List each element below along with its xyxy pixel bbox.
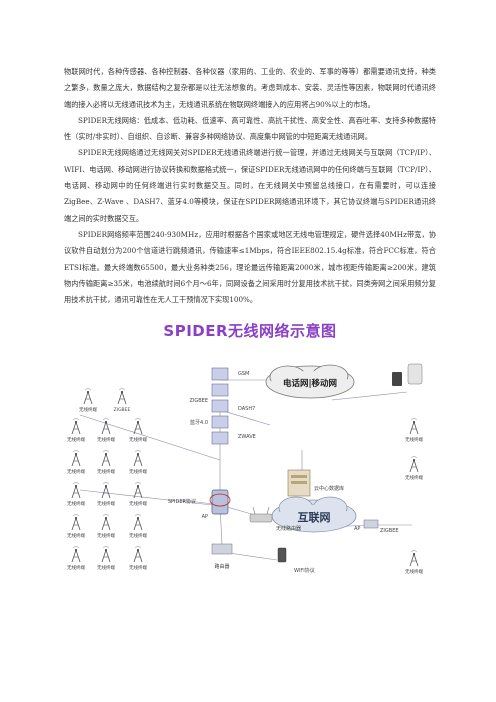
terminal-tower-icon [133,450,143,467]
paragraph-1: 物联网时代，各种传感器、各种控制器、各种仪器（家用的、工业的、农业的、军事的等等… [64,67,436,109]
terminal-tower-icon [101,546,111,563]
terminal-tower-icon [71,418,81,435]
router-label: 路由器 [214,563,229,570]
terminal-tower-icon [133,514,143,531]
paragraph-2: SPIDER无线网络：低成本、低功耗、低速率、高可靠性、高抗干扰性、高安全性、高… [64,115,436,142]
terminal-tower-icon [409,456,419,473]
phone-icons [392,363,423,386]
terminal-label: 无线终端 [405,436,423,443]
gsm-label: GSM [238,371,249,377]
gateway-modules: GSM ZIGBEE DASH7 蓝牙4.0 ZWAVE [189,367,256,445]
diagram-title: SPIDER无线网络示意图 [163,322,337,340]
terminal-label: 无线终端 [129,468,147,475]
zigbee-module-label: ZIGBEE [189,398,208,404]
terminal-tower-icon [409,418,419,435]
wifi-device: WIFI协议 [277,547,315,574]
terminal-label: 无线终端 [97,500,115,507]
terminal-label: 无线终端 [129,500,147,507]
body-text: 物联网时代，各种传感器、各种控制器、各种仪器（家用的、工业的、农业的、军事的等等… [64,64,436,308]
terminal-tower-icon [133,482,143,499]
terminal-label: 无线终端 [67,436,85,443]
terminal-label: 无线终端 [67,468,85,475]
zwave-label: ZWAVE [238,434,256,440]
wireless-router-label: 无线路由器 [276,525,301,532]
ap2-label: AP [354,526,360,532]
terminal-label: 无线终端 [129,532,147,539]
telecom-cloud: 电话网|移动网 [265,364,355,399]
terminal-tower-icon [101,482,111,499]
right-ap: AP ZIGBEE [354,519,399,534]
zigbee-left-label: ZIGBEE [114,407,131,413]
cloud-db-server: 云中心数据库 [287,469,344,497]
left-terminals: 无线终端 ZIGBEE [79,388,131,413]
ap-label: AP [202,514,208,520]
terminal-tower-icon [101,418,111,435]
terminal-label: 无线终端 [67,500,85,507]
router: 路由器 [211,543,233,570]
terminal-tower-icon [101,514,111,531]
terminal-label: 无线终端 [97,436,115,443]
wifi-protocol-label: WIFI协议 [294,567,315,574]
telecom-label: 电话网|移动网 [283,378,337,389]
wireless-router: 无线路由器 [249,506,301,532]
spider-protocol-label: SPIDER协议 [168,498,196,505]
internet-cloud: 互联网 [271,496,357,533]
paragraph-3: SPIDER无线网络通过无线网关对SPIDER无线通讯终端进行统一管理，并通过无… [64,148,436,223]
bluetooth-label: 蓝牙4.0 [190,419,208,426]
terminal-tower-icon [71,450,81,467]
zigbee-right-label: ZIGBEE [380,528,399,534]
terminal-label: 无线终端 [67,564,85,571]
terminal-label: 无线终端 [405,474,423,481]
network-diagram: SPIDER无线网络示意图 [62,320,438,590]
terminal-label: 无线终端 [79,406,97,413]
terminal-tower-icon [409,550,419,567]
terminal-label: 无线终端 [405,568,423,575]
cloud-db-label: 云中心数据库 [314,485,344,492]
terminal-tower-icon [71,482,81,499]
terminal-tower-icon [71,546,81,563]
paragraph-4: SPIDER网络频率范围240-930MHz，应用时根据各个国家或地区无线电管理… [64,229,436,305]
dash7-label: DASH7 [238,406,255,412]
internet-label: 互联网 [298,510,331,524]
terminal-label: 无线终端 [129,436,147,443]
terminal-label: 无线终端 [129,564,147,571]
terminal-label: 无线终端 [97,468,115,475]
terminal-label: 无线终端 [67,532,85,539]
terminal-label: 无线终端 [97,532,115,539]
terminal-tower-icon [101,450,111,467]
diagram-canvas: 电话网|移动网 互联网 GSM ZIGBEE DASH7 蓝牙4.0 [67,363,423,575]
terminal-tower-icon [133,418,143,435]
terminal-tower-icon [71,514,81,531]
terminal-tower-icon [133,546,143,563]
terminal-label: 无线终端 [97,564,115,571]
spider-hub: SPIDER协议 AP [168,489,231,520]
terminal-grid: 无线终端无线终端无线终端无线终端无线终端无线终端无线终端无线终端无线终端无线终端… [67,418,147,571]
